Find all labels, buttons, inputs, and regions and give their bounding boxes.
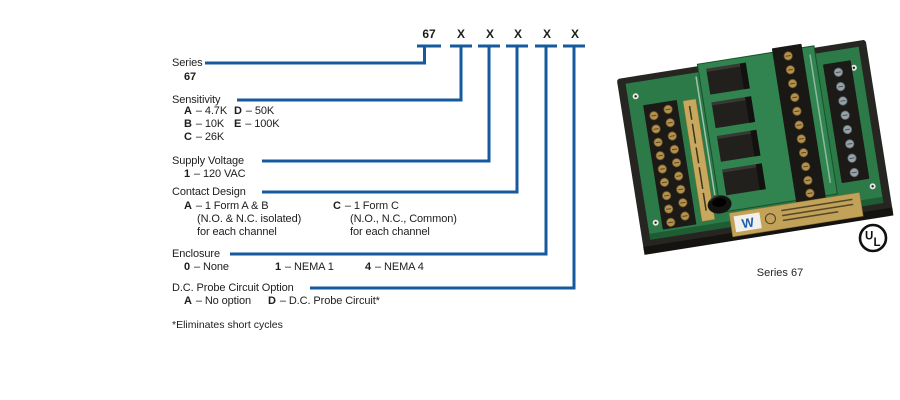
ul-circle xyxy=(858,223,888,253)
option-text: – 4.7K xyxy=(195,105,228,117)
option-sensitivity-a: A– 4.7K xyxy=(184,105,227,117)
option-text: – 1 Form A & B xyxy=(195,200,269,212)
option-code: 4 xyxy=(365,261,372,273)
ul-logo: U L xyxy=(858,223,888,253)
gold-nameplate: W xyxy=(728,192,864,238)
nameplate-mark xyxy=(764,213,776,225)
part-number-x3: X xyxy=(513,27,522,41)
option-contact-c-sub1: (N.O., N.C., Common) xyxy=(350,213,457,225)
silkscreen-line xyxy=(695,76,716,196)
product-photo: W xyxy=(612,38,900,268)
choke-component xyxy=(707,194,732,214)
option-sensitivity-c: C– 26K xyxy=(184,131,224,143)
row-label-supply-voltage: Supply Voltage xyxy=(172,155,244,167)
option-text: – 120 VAC xyxy=(194,168,246,180)
row-label-enclosure: Enclosure xyxy=(172,248,221,260)
footnote: *Eliminates short cycles xyxy=(172,319,283,331)
option-text: – 1 Form C xyxy=(344,200,399,212)
option-enclosure-4: 4– NEMA 4 xyxy=(365,261,424,273)
option-text: – None xyxy=(194,261,229,273)
brand-logo-box xyxy=(733,212,762,233)
option-code: E xyxy=(234,118,242,130)
option-text: – NEMA 4 xyxy=(375,261,424,273)
option-code: B xyxy=(184,118,192,130)
option-sensitivity-b: B– 10K xyxy=(184,118,224,130)
option-code: C xyxy=(333,200,341,212)
option-code: D xyxy=(234,105,242,117)
brand-logo-letter: W xyxy=(741,214,756,231)
option-code: D xyxy=(268,295,276,307)
mounting-holes xyxy=(632,64,876,226)
option-text: – 50K xyxy=(245,105,275,117)
ul-letter-u: U xyxy=(865,231,873,243)
option-enclosure-1: 1– NEMA 1 xyxy=(275,261,334,273)
option-text: – 100K xyxy=(245,118,280,130)
relay-module: W xyxy=(617,40,894,255)
option-code: 67 xyxy=(184,71,197,83)
option-text: – D.C. Probe Circuit* xyxy=(279,295,380,307)
part-number-x5: X xyxy=(570,27,579,41)
connector-line-sensitivity xyxy=(237,44,472,102)
option-probe-a: A– No option xyxy=(184,295,251,307)
option-contact-a-sub2: for each channel xyxy=(197,226,277,238)
relays xyxy=(706,62,766,196)
ul-letter-l: L xyxy=(874,237,881,249)
option-sensitivity-e: E– 100K xyxy=(234,118,280,130)
option-code: 0 xyxy=(184,261,191,273)
row-label-series: Series xyxy=(172,57,203,69)
option-text: – NEMA 1 xyxy=(285,261,334,273)
silkscreen-line xyxy=(809,54,832,184)
option-code: A xyxy=(184,105,192,117)
option-contact-a: A– 1 Form A & B xyxy=(184,200,269,212)
option-enclosure-0: 0– None xyxy=(184,261,229,273)
option-sensitivity-d: D– 50K xyxy=(234,105,274,117)
part-number-x4: X xyxy=(542,27,551,41)
gold-strip-label xyxy=(682,98,716,222)
part-number-x1: X xyxy=(456,27,465,41)
option-probe-d: D– D.C. Probe Circuit* xyxy=(268,295,380,307)
connector-line-contact-design xyxy=(262,44,528,194)
option-code: 1 xyxy=(275,261,282,273)
option-text: – 26K xyxy=(195,131,225,143)
option-contact-a-sub1: (N.O. & N.C. isolated) xyxy=(197,213,302,225)
option-text: – No option xyxy=(195,295,252,307)
connector-line-dc-probe xyxy=(310,44,585,290)
option-contact-c: C– 1 Form C xyxy=(333,200,399,212)
row-label-contact-design: Contact Design xyxy=(172,186,246,198)
option-code: 1 xyxy=(184,168,191,180)
connector-line-series xyxy=(205,44,441,65)
photo-caption: Series 67 xyxy=(756,267,804,279)
option-supply-1: 1– 120 VAC xyxy=(184,168,246,180)
option-code: C xyxy=(184,131,192,143)
option-text: – 10K xyxy=(195,118,225,130)
option-contact-c-sub2: for each channel xyxy=(350,226,430,238)
right-terminal-block xyxy=(823,60,870,183)
option-series-67: 67 xyxy=(184,71,196,83)
row-label-sensitivity: Sensitivity xyxy=(172,94,221,106)
row-label-dc-probe: D.C. Probe Circuit Option xyxy=(172,282,294,294)
option-code: A xyxy=(184,295,192,307)
connector-line-supply-voltage xyxy=(262,44,500,163)
part-number-x2: X xyxy=(485,27,494,41)
option-code: A xyxy=(184,200,192,212)
part-number-series: 67 xyxy=(422,27,436,41)
